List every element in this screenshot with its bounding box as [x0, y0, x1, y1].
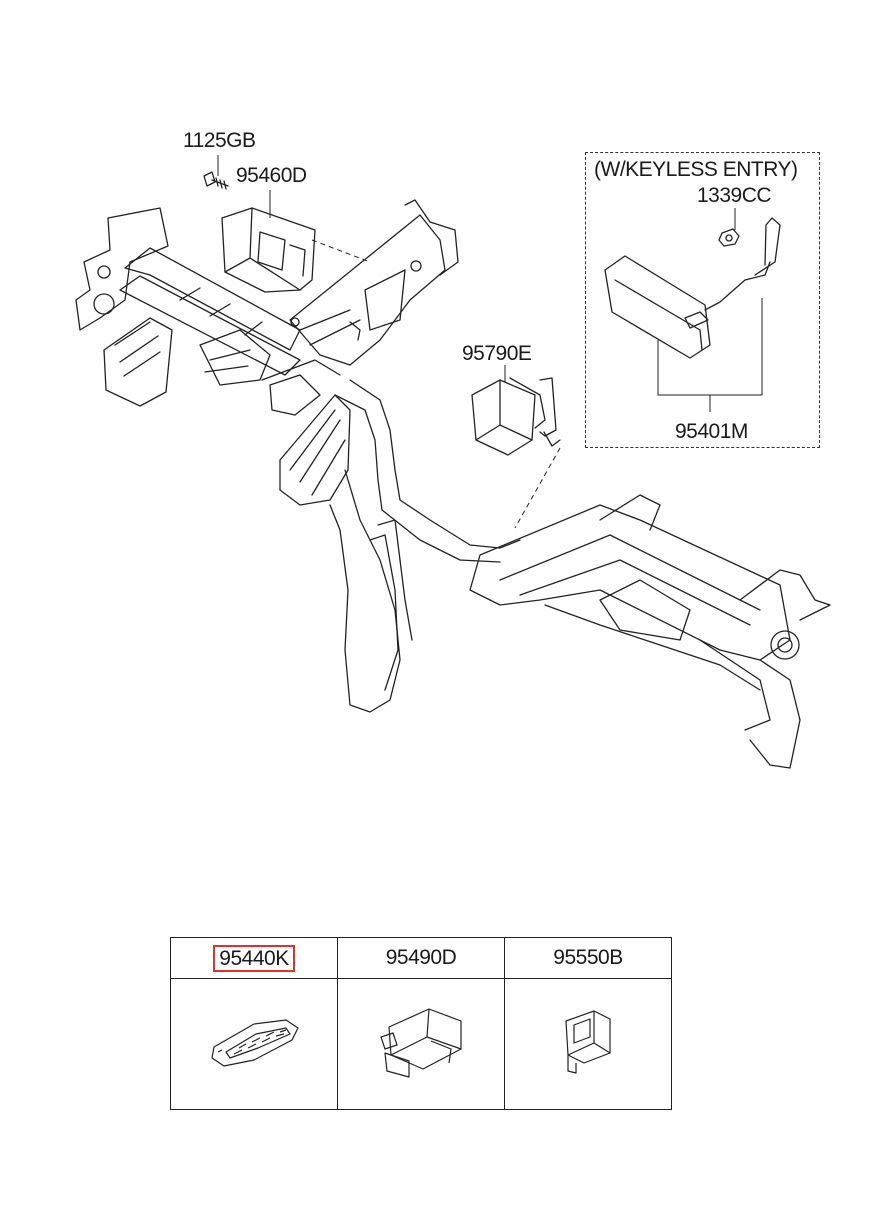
- part-number[interactable]: 95550B: [553, 946, 623, 969]
- callout-95401M: 95401M: [675, 420, 748, 443]
- leader-lines: [217, 155, 763, 529]
- callout-1339CC: 1339CC: [697, 184, 772, 207]
- right-beam: [469, 494, 831, 769]
- parts-table: 95440K 95490D 95550B: [170, 937, 672, 1110]
- part-number[interactable]: 95490D: [385, 946, 457, 969]
- part-number-highlighted[interactable]: 95440K: [213, 944, 295, 972]
- callout-95790E: 95790E: [462, 342, 532, 365]
- relay-module-95790E: [471, 377, 561, 456]
- upper-strut: [289, 199, 459, 366]
- cross-tube: [119, 247, 341, 416]
- smart-key-fob-icon: [211, 1018, 299, 1067]
- body-control-module-95460D: [221, 207, 316, 293]
- bolt-1125GB: [203, 171, 229, 190]
- left-mounting-bracket: [75, 207, 173, 407]
- part-cell-95440K[interactable]: 95440K: [170, 937, 338, 979]
- relay-clip-icon: [565, 1009, 611, 1074]
- callout-1125GB: 1125GB: [183, 129, 256, 152]
- connector-module-icon: [380, 1007, 462, 1078]
- keyless-entry-box: [585, 152, 820, 448]
- part-cell-95550B[interactable]: 95550B: [504, 937, 672, 979]
- nut-1339CC: [718, 228, 740, 247]
- steering-support-brace: [279, 379, 521, 713]
- callout-95460D: 95460D: [236, 164, 307, 187]
- part-cell-95490D[interactable]: 95490D: [337, 937, 505, 979]
- keyless-box-title: (W/KEYLESS ENTRY): [594, 158, 798, 181]
- keyless-entry-module-95401M: [604, 217, 781, 359]
